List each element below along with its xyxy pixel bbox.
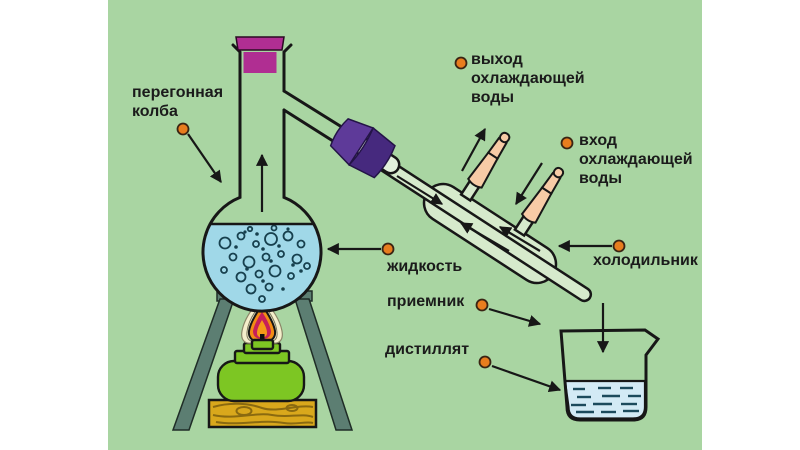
- condenser-cork: [329, 118, 396, 179]
- flask-bubbles: [218, 224, 311, 303]
- label-liquid: жидкость: [387, 258, 463, 275]
- water-outlet-tube: [459, 131, 511, 203]
- burner-body: [216, 359, 306, 403]
- receiver-pointer-arrow: [488, 307, 542, 327]
- water-in-arrow: [515, 162, 543, 206]
- flask-outline: [201, 43, 323, 313]
- spirit-burner: [216, 341, 306, 403]
- apparatus-artwork: [171, 36, 661, 431]
- flask-pointer-dot: [176, 122, 190, 136]
- flask-liquid: [202, 224, 321, 312]
- distillation-flask: [201, 36, 323, 313]
- flask-stopper-cap: [235, 36, 285, 51]
- burner-cap: [250, 338, 275, 351]
- diagram-stage: перегонная колба выход охлаждающей воды …: [108, 0, 702, 450]
- distillate-pointer-dot: [478, 355, 492, 369]
- water-flow-arrow-1: [459, 222, 510, 252]
- wood-base: [207, 398, 318, 429]
- label-condenser: холодильник: [593, 252, 698, 269]
- flask-pointer-arrow: [187, 133, 222, 183]
- condenser: [282, 89, 593, 303]
- receiver-pointer-dot: [475, 298, 489, 312]
- label-cooling-water-out: выход охлаждающей воды: [471, 51, 585, 106]
- label-receiver: приемник: [387, 293, 465, 310]
- water-in-pointer-dot: [560, 136, 574, 150]
- water-out-pointer-dot: [454, 56, 468, 70]
- receiver-beaker: [559, 303, 661, 422]
- condenser-pointer-dot: [612, 239, 626, 253]
- distillate-pointer-arrow: [491, 364, 562, 393]
- label-cooling-water-in: вход охлаждающей воды: [579, 132, 693, 187]
- beaker-outline: [559, 328, 661, 422]
- water-out-arrow: [461, 127, 486, 172]
- label-distillation-flask: перегонная колба: [132, 84, 224, 120]
- label-distillate: дистиллят: [385, 341, 470, 358]
- distillate-dashes: [571, 386, 641, 414]
- liquid-pointer-dot: [381, 242, 395, 256]
- vapor-flow-arrow: [396, 175, 444, 205]
- water-flow-arrow-2: [498, 226, 541, 252]
- burner-flame: [241, 297, 283, 351]
- label-pointers: [176, 56, 626, 393]
- flask-stopper-plug: [243, 52, 277, 73]
- water-inlet-tube: [513, 166, 565, 238]
